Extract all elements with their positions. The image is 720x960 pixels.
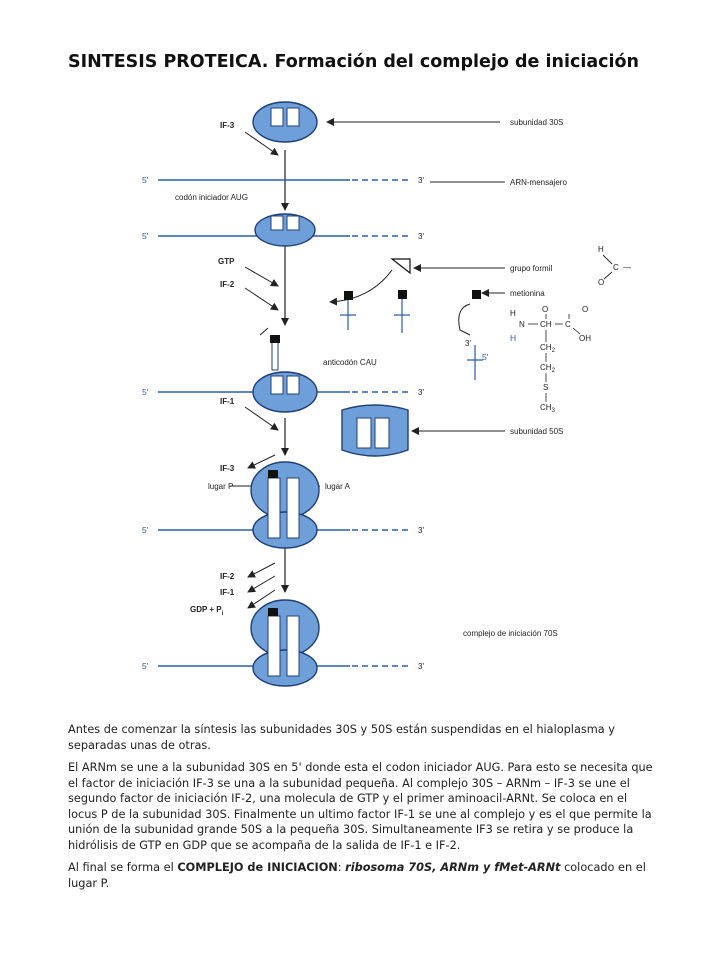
- end-3-5: 3': [418, 662, 424, 671]
- paragraph-1: Antes de comenzar la síntesis las subuni…: [68, 723, 615, 752]
- ribosome-30s-free: [252, 101, 318, 143]
- label-subunit-50s: subunidad 50S: [510, 427, 563, 436]
- chem-formyl-o: O: [598, 278, 604, 287]
- chem-met-o: O: [542, 305, 548, 314]
- chem-met-ch2-a: CH2: [540, 343, 556, 354]
- label-gdp-main: GDP + P: [190, 605, 222, 614]
- end-5-1: 5': [142, 175, 149, 185]
- chem-formyl-h: H: [598, 245, 604, 254]
- label-anticodon: anticodón CAU: [323, 358, 377, 367]
- chem-met-ch: CH: [540, 320, 552, 329]
- paragraph-3: Al final se forma el COMPLEJO de INICIAC…: [68, 860, 658, 891]
- chem-met-ch2-a-sub: 2: [552, 348, 556, 354]
- chem-met-oh: OH: [579, 334, 591, 343]
- chem-met-h2: H: [510, 333, 516, 343]
- label-gdp: GDP + Pi: [190, 605, 224, 617]
- chem-met-ch2-b: CH2: [540, 363, 556, 374]
- mrna-lines: [158, 179, 412, 667]
- chem-met-h: H: [510, 309, 516, 318]
- label-methionine: metionina: [510, 289, 545, 298]
- label-mrna: ARN-mensajero: [510, 178, 567, 187]
- chem-met-n: N: [519, 320, 525, 329]
- chem-met-ch3-main: CH: [540, 403, 552, 412]
- chem-formyl-bond: —: [623, 263, 631, 272]
- chem-met-s: S: [543, 383, 548, 392]
- ribosome-50s-free: [341, 404, 409, 457]
- label-gtp: GTP: [218, 257, 235, 266]
- end-5-2: 5': [142, 231, 149, 241]
- end-3-2: 3': [418, 232, 424, 241]
- end-5-5: 5': [142, 661, 149, 671]
- methionine-structure: O O H N CH C H OH CH2 CH2 S CH3: [510, 305, 591, 414]
- label-p-site: lugar P: [208, 482, 233, 491]
- ribosome-30s-mrna: [254, 213, 316, 247]
- end-5-4: 5': [142, 525, 149, 535]
- end-5-3: 5': [142, 387, 149, 397]
- trna-end-5: 5': [482, 352, 489, 362]
- chem-met-ch3: CH3: [540, 403, 556, 414]
- chem-met-ch2-a-main: CH: [540, 343, 552, 352]
- paragraph-3-italic: ribosoma 70S, ARNm y fMet-ARNt: [345, 861, 561, 874]
- initiation-complex-diagram: IF-3 GTP IF-2 IF-1 IF-3 IF-2 IF-1 GDP + …: [142, 101, 631, 687]
- label-if2-in: IF-2: [220, 280, 235, 289]
- label-subunit-30s: subunidad 30S: [510, 118, 563, 127]
- end-3-3: 3': [418, 388, 424, 397]
- chem-met-ch2-b-main: CH: [540, 363, 552, 372]
- paragraph-3-prefix: Al final se forma el: [68, 861, 174, 874]
- label-if3-top: IF-3: [220, 121, 235, 130]
- label-if2-out: IF-2: [220, 572, 235, 581]
- end-3-1: 3': [418, 176, 424, 185]
- ribosome-70s-final: [250, 599, 320, 687]
- ribosome-70s-mid: [250, 461, 320, 549]
- paragraph-3-colon: :: [337, 861, 342, 874]
- explanation-text: Antes de comenzar la síntesis las subuni…: [68, 722, 658, 898]
- label-a-site: lugar A: [325, 482, 351, 491]
- label-gdp-sub: i: [222, 611, 224, 617]
- chem-met-o2: O: [582, 305, 588, 314]
- label-formyl-group: grupo formil: [510, 264, 552, 273]
- chem-met-ch2-b-sub: 2: [552, 368, 556, 374]
- ribosome-30s-trna: [252, 327, 318, 413]
- trna-end-3: 3': [465, 339, 471, 348]
- chem-met-c: C: [565, 320, 571, 329]
- formyl-structure: H C — O: [598, 245, 631, 287]
- label-if1-out: IF-1: [220, 588, 235, 597]
- label-if1: IF-1: [220, 397, 235, 406]
- page-title: SINTESIS PROTEICA. Formación del complej…: [68, 52, 639, 72]
- chem-formyl-c: C: [613, 263, 619, 272]
- trna-molecules: [340, 258, 483, 380]
- label-start-codon: codón iniciador AUG: [175, 193, 248, 202]
- label-if3-mid: IF-3: [220, 464, 235, 473]
- paragraph-2: El ARNm se une a la subunidad 30S en 5' …: [68, 761, 653, 852]
- end-3-4: 3': [418, 526, 424, 535]
- paragraph-3-bold: COMPLEJO de INICIACION: [177, 861, 338, 874]
- label-complex-70s: complejo de iniciación 70S: [463, 629, 558, 638]
- chem-met-ch3-sub: 3: [552, 408, 556, 414]
- factor-arrows: [230, 118, 505, 609]
- paragraph-3-suffix: colocado en el lugar P.: [68, 861, 646, 890]
